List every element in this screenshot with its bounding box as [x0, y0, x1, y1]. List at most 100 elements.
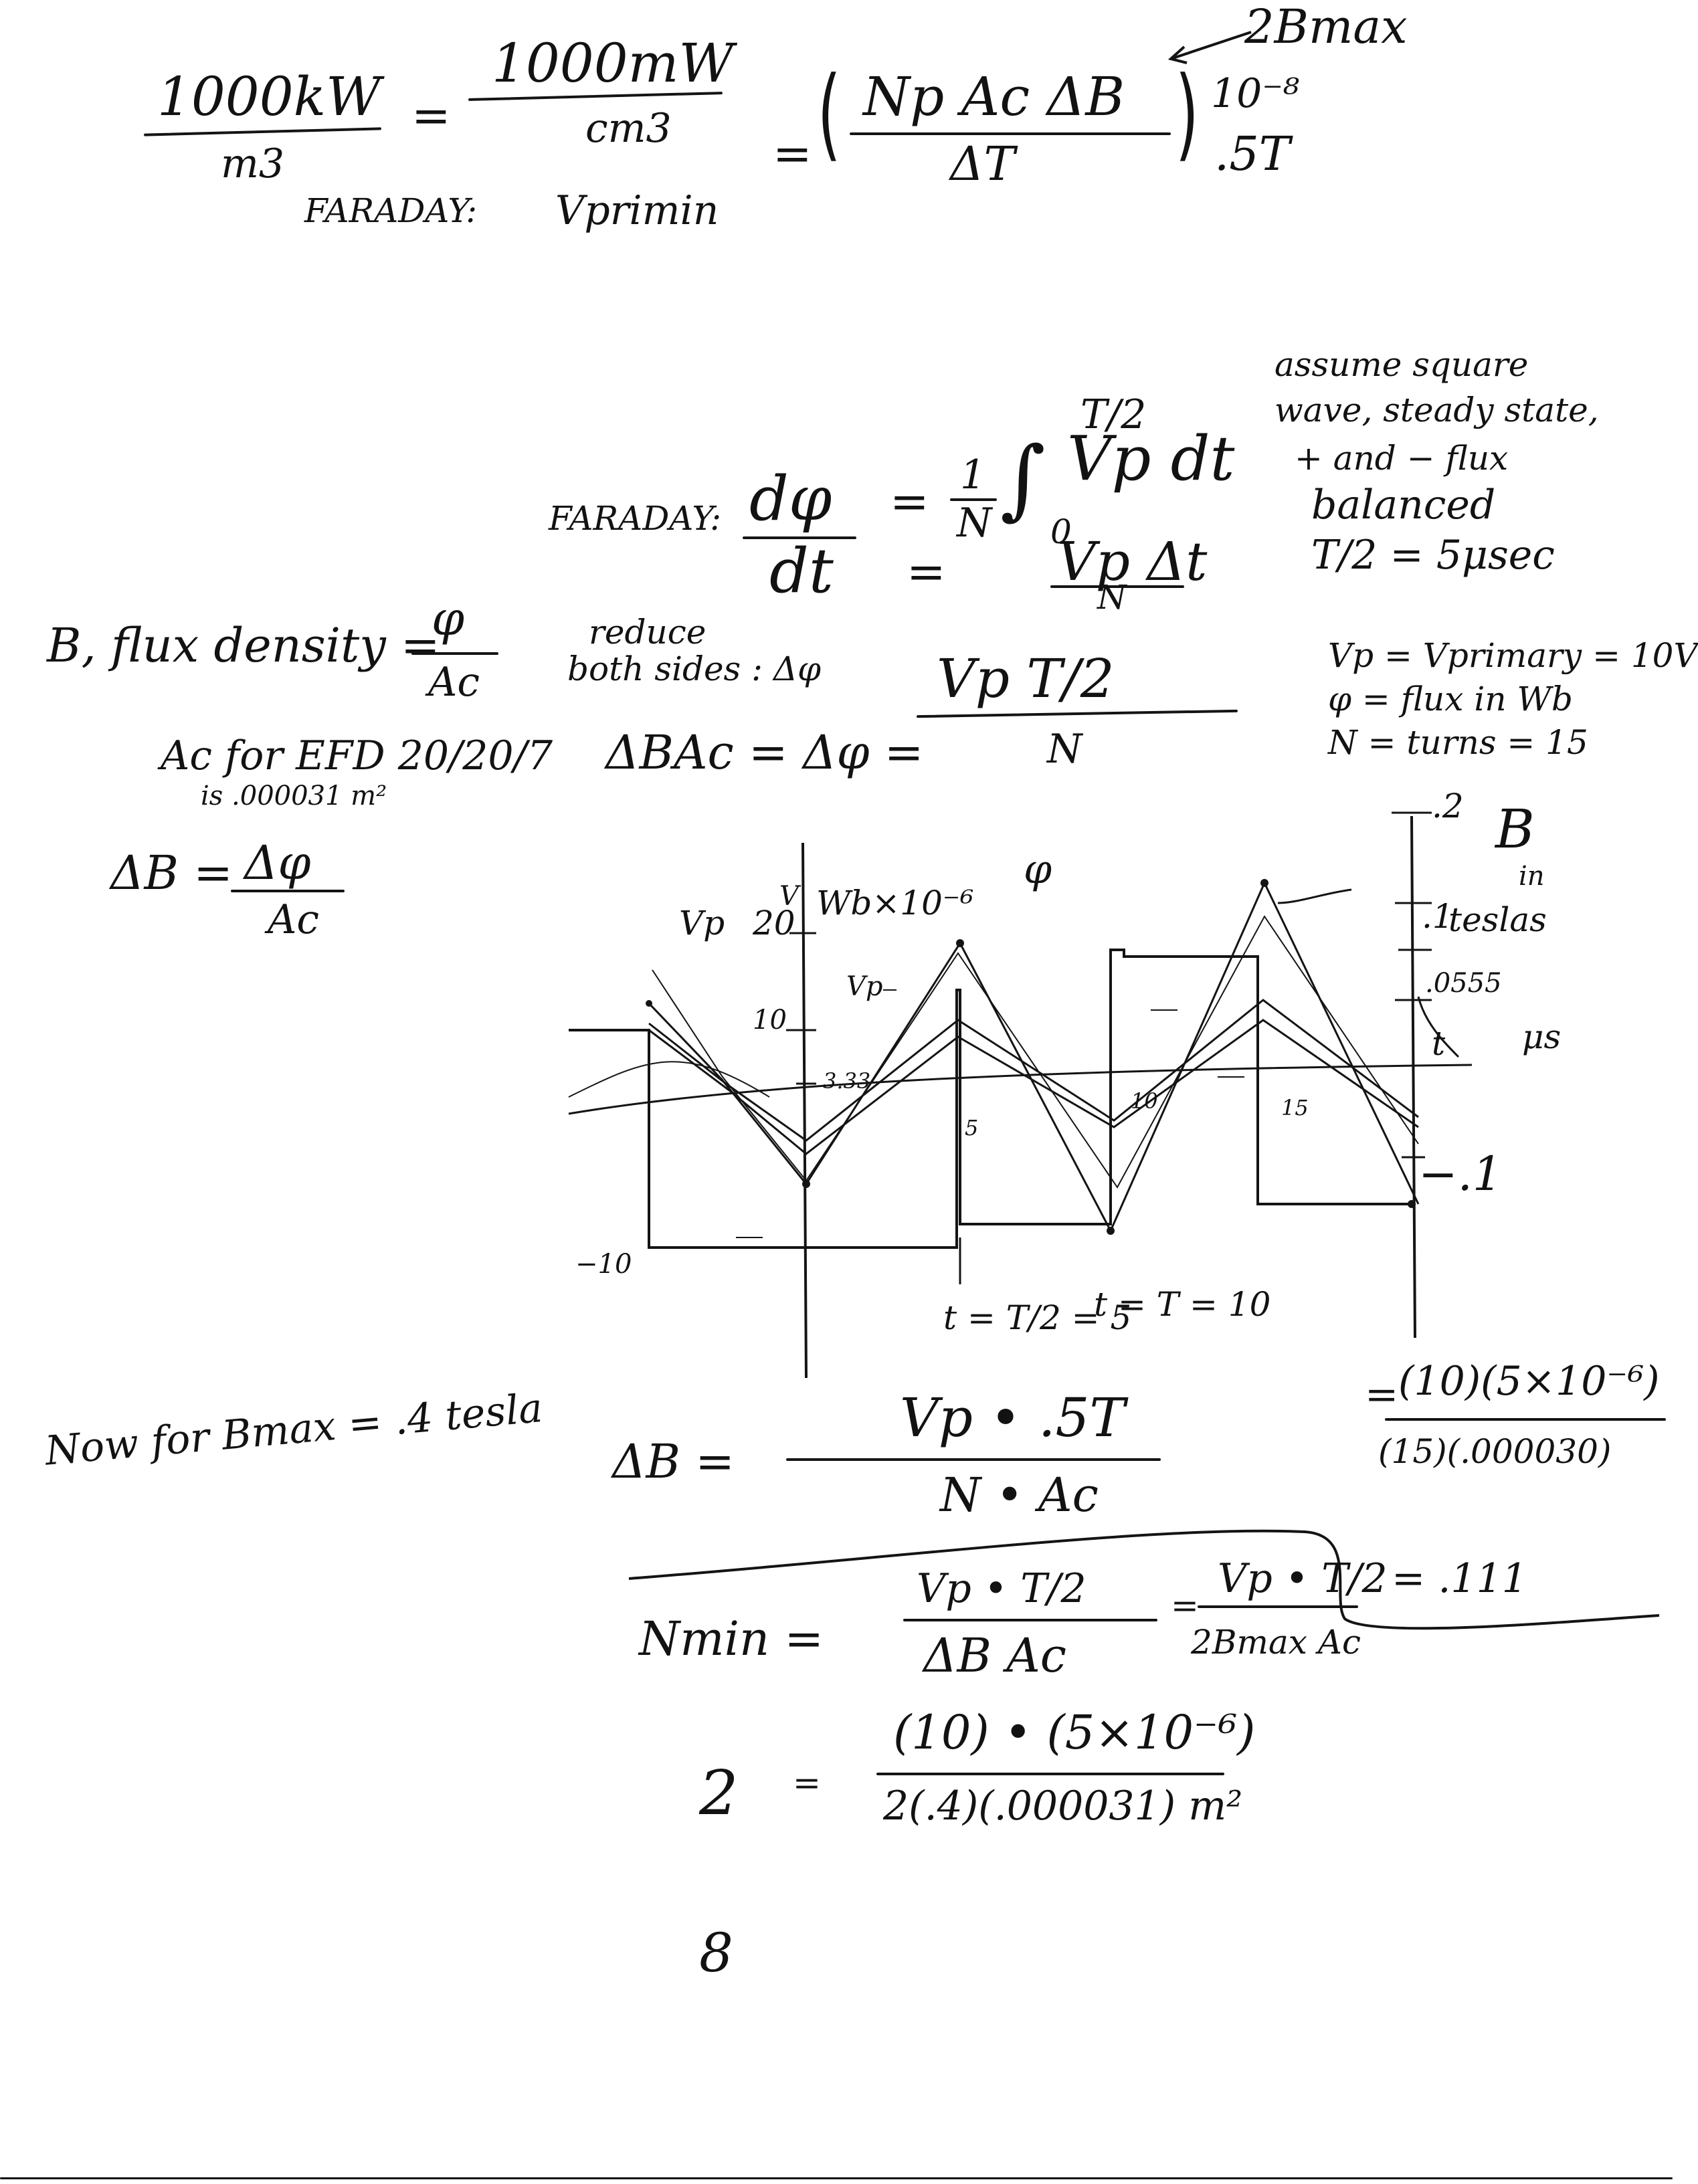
def-phi: φ = flux in Wb — [1328, 680, 1573, 718]
delta-eq-den: N — [1047, 726, 1082, 773]
delta-b2-lhs: ΔB = — [612, 1434, 735, 1489]
delta-b2-prefix: = — [1365, 1371, 1399, 1418]
flux-waveform-graph — [568, 811, 1473, 1379]
unit-den-right: cm3 — [585, 105, 672, 152]
graph-phi-axis-label: Wb×10⁻⁶ — [816, 884, 974, 922]
side-note-1: 10⁻⁸ — [1211, 70, 1300, 117]
assumption-line-1: assume square — [1275, 345, 1529, 384]
fraction-bar — [231, 890, 345, 892]
calc-lhs: 2 — [699, 1757, 739, 1829]
page-bottom-edge — [0, 2177, 1673, 2179]
side-note-2: .5T — [1214, 126, 1291, 181]
paren-left: ( — [817, 56, 841, 172]
tick-t15: 15 — [1281, 1095, 1309, 1120]
right-axis-b: B — [1495, 798, 1535, 860]
fraction-bar — [950, 498, 997, 501]
tick-10: 10 — [753, 1005, 787, 1035]
nmin-lhs: Nmin = — [639, 1611, 824, 1666]
now-for-bmax: Now for Bmax = .4 tesla — [43, 1385, 545, 1475]
result-num: Vp Δt — [1057, 530, 1208, 593]
assumption-line-2: wave, steady state, — [1275, 391, 1599, 429]
graph-phi-symbol: φ — [1024, 846, 1052, 893]
delta-b2-eq2-num: (10)(5×10⁻⁶) — [1398, 1358, 1660, 1405]
calc-eq: = — [793, 1763, 821, 1802]
arrow-note: 2Bmax — [1244, 0, 1408, 54]
right-axis — [1410, 815, 1416, 1338]
tick-neg10: −10 — [575, 1249, 632, 1280]
nmin-num1: Vp • T/2 — [917, 1565, 1087, 1612]
tick-t10: 10 — [1131, 1088, 1158, 1114]
dphi: dφ — [749, 463, 832, 534]
fraction-bar — [1050, 585, 1184, 588]
flux-density-den: Ac — [428, 659, 480, 706]
dt: dt — [769, 535, 834, 607]
assumption-line-3: + and − flux — [1295, 439, 1509, 478]
fraction-bar — [1385, 1418, 1666, 1421]
integrand: Vp dt — [1067, 423, 1235, 494]
right-axis-in: in — [1519, 861, 1545, 892]
def-vp: Vp = Vprimary = 10V — [1328, 636, 1698, 675]
tick-t5: 5 — [965, 1115, 979, 1140]
right-tick-00555: .0555 — [1425, 968, 1502, 999]
delta-b-den: Ac — [268, 896, 319, 943]
vp-square-wave — [569, 949, 1412, 1249]
ac-note-line-1: Ac for EFD 20/20/7 — [161, 732, 553, 779]
delta-eq-num: Vp T/2 — [937, 648, 1115, 710]
note-full-period: t = T = 10 — [1094, 1285, 1271, 1324]
coef-num: 1 — [960, 452, 986, 498]
right-tick-01: .1 — [1422, 897, 1454, 936]
delta-b-lhs: ΔB = — [110, 846, 233, 900]
faraday1-num: Np Ac ΔB — [863, 66, 1125, 128]
integral-lower: 0 — [1050, 512, 1072, 551]
vprimin: Vprimin — [555, 187, 719, 234]
delta-b2-result: = .111 — [1392, 1555, 1527, 1602]
flux-density-num: φ — [432, 591, 465, 646]
assumption-line-5: T/2 = 5μsec — [1311, 532, 1555, 579]
graph-vp-curve-label: Vp — [846, 971, 883, 1002]
fraction-bar — [743, 536, 856, 539]
faraday-label-2: FARADAY: — [549, 499, 722, 538]
graph-volt-unit: V — [779, 881, 799, 912]
right-axis-teslas: teslas — [1448, 900, 1547, 939]
reduce-line-2: both sides : Δφ — [567, 650, 821, 688]
fraction-bar — [876, 1773, 1224, 1775]
ac-note-line-2: is .000031 m² — [201, 781, 387, 811]
unit-num-right: 1000mW — [492, 32, 734, 94]
left-axis — [801, 842, 808, 1379]
fraction-bar — [850, 132, 1171, 135]
fraction-bar — [411, 652, 498, 655]
nmin-num2: Vp • T/2 — [1218, 1555, 1388, 1602]
triangle-wave-2 — [648, 999, 1419, 1142]
flux-density-lhs: B, flux density = — [47, 618, 440, 673]
paren-right: ) — [1175, 56, 1199, 172]
result-den: N — [1097, 578, 1127, 617]
delta-b2-eq2-den: (15)(.000030) — [1378, 1432, 1612, 1471]
integral-upper: T/2 — [1080, 391, 1147, 438]
assumption-line-4: balanced — [1311, 482, 1496, 528]
right-tick-02: .2 — [1432, 787, 1464, 825]
faraday2-equals: = — [890, 474, 929, 529]
time-unit: μs — [1522, 1017, 1562, 1056]
calc-den: 2(.4)(.000031) m² — [883, 1783, 1243, 1829]
integral-sign: ∫ — [1000, 427, 1046, 529]
def-n: N = turns = 15 — [1328, 723, 1588, 762]
fraction-bar — [917, 709, 1238, 718]
tick-3-33: 3.33 — [823, 1068, 871, 1094]
delta-b2-den: N • Ac — [940, 1468, 1099, 1522]
graph-vp-label: Vp — [679, 904, 725, 942]
unit-equals: = — [411, 88, 451, 143]
coef-den: N — [957, 500, 992, 547]
fraction-bar — [144, 127, 381, 136]
reduce-line-1: reduce — [589, 613, 706, 652]
calc-result: 8 — [699, 1922, 733, 1984]
equals-2: = — [907, 544, 946, 599]
nmin-den2: 2Bmax Ac — [1191, 1623, 1361, 1662]
time-axis — [568, 1064, 1473, 1115]
delta-eq-lhs: ΔBAc = Δφ = — [605, 725, 924, 780]
calc-num: (10) • (5×10⁻⁶) — [893, 1705, 1256, 1760]
arrow-icon — [1167, 31, 1252, 64]
faraday-label-1: FARADAY: — [304, 191, 478, 230]
unit-num-left: 1000kW — [157, 66, 381, 128]
unit-den-left: m3 — [221, 140, 285, 187]
time-axis-label: t — [1432, 1024, 1446, 1063]
